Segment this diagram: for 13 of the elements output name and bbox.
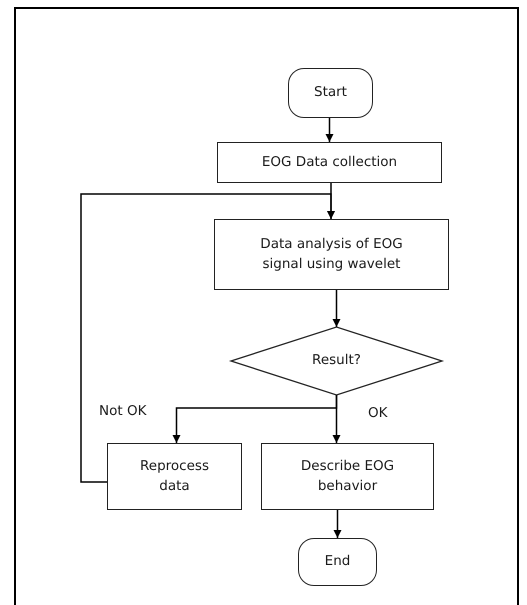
arrow <box>326 118 334 142</box>
arrow <box>334 510 342 538</box>
process-box: Reprocess data <box>107 443 242 510</box>
process-box: EOG Data collection <box>217 142 442 183</box>
process-box: Data analysis of EOG signal using wavelet <box>214 219 449 290</box>
arrow <box>332 290 340 327</box>
decision-label: Result? <box>312 351 361 370</box>
decision-diamond <box>228 326 444 396</box>
arrow <box>80 193 335 483</box>
terminal-box: Start <box>288 68 373 118</box>
arrow <box>332 395 340 443</box>
process-box: Describe EOG behavior <box>261 443 434 510</box>
terminal-box: End <box>298 538 377 586</box>
